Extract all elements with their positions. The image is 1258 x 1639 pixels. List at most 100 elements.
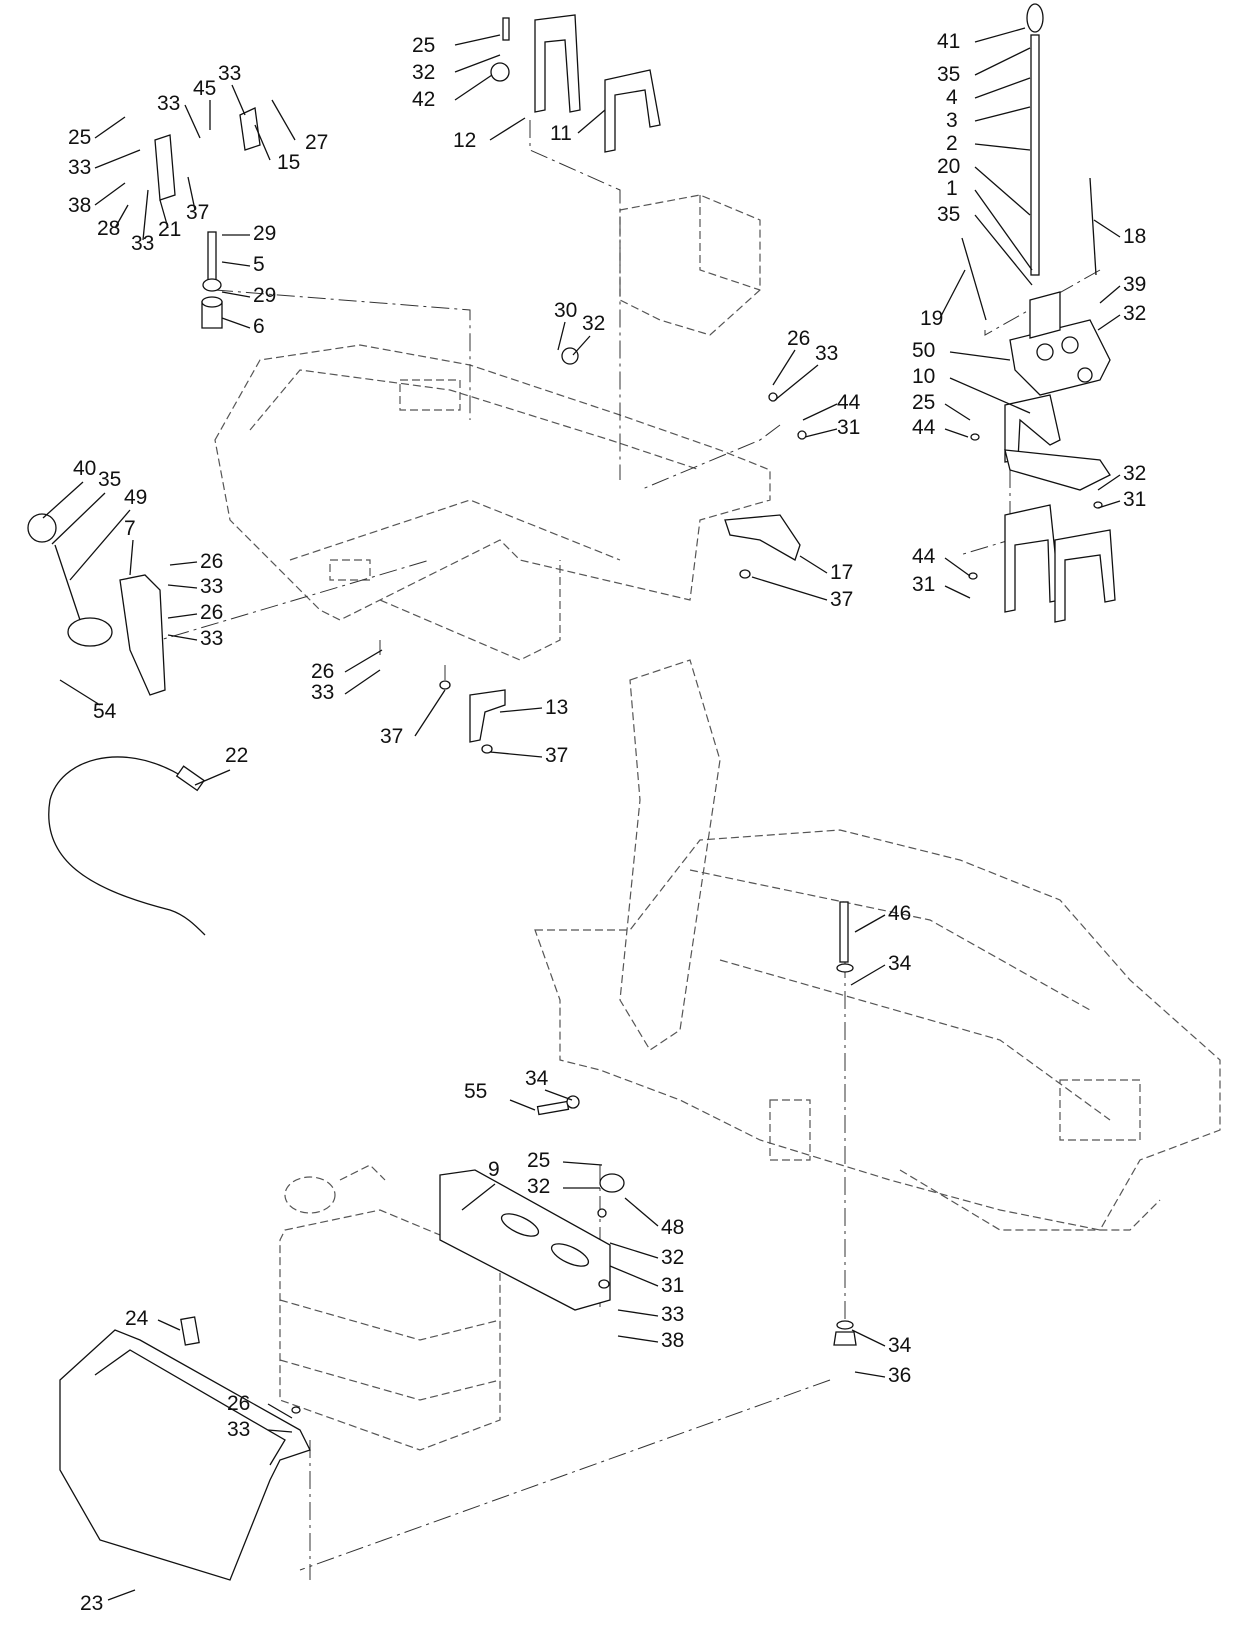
leader-lines [42, 27, 1121, 1601]
control-valve-mount-brackets [490, 14, 661, 153]
leader-line-33 [344, 669, 381, 695]
leader-line-31 [1097, 500, 1121, 509]
callout-44: 44 [912, 416, 936, 439]
leader-line-28 [114, 204, 129, 229]
callout-2: 2 [946, 132, 958, 155]
callout-5: 5 [253, 253, 265, 276]
leader-line-25 [944, 403, 971, 421]
callout-48: 48 [661, 1216, 684, 1239]
callout-24: 24 [125, 1307, 149, 1330]
callout-28: 28 [97, 217, 120, 240]
long-bolt [833, 901, 857, 1346]
callout-40: 40 [73, 457, 96, 480]
callout-54: 54 [93, 700, 117, 723]
callout-37: 37 [830, 588, 853, 611]
leader-line-11 [577, 109, 606, 134]
leader-line-32 [572, 335, 591, 356]
leader-line-31 [804, 428, 838, 438]
callout-31: 31 [1123, 488, 1146, 511]
leader-line-33 [774, 364, 819, 401]
throttle-cable [48, 756, 206, 936]
callout-30: 30 [554, 299, 577, 322]
seat-mount-block-ghost [619, 194, 761, 336]
leader-line-44 [944, 428, 969, 438]
leader-line-55 [509, 1099, 536, 1111]
callout-25: 25 [412, 34, 435, 57]
leader-line-25 [454, 34, 501, 46]
callout-46: 46 [888, 902, 911, 925]
callout-4: 4 [946, 86, 958, 109]
leader-line-31 [609, 1265, 659, 1287]
leader-line-26 [772, 349, 796, 386]
leader-line-1 [974, 189, 1033, 271]
callout-34: 34 [888, 952, 912, 975]
callout-36: 36 [888, 1364, 911, 1387]
callout-34: 34 [888, 1334, 912, 1357]
callout-44: 44 [837, 391, 861, 414]
platform-brackets [469, 514, 801, 743]
leader-line-7 [129, 539, 134, 576]
leader-line-37 [187, 176, 196, 211]
leader-line-31 [944, 585, 971, 599]
leader-line-37 [751, 576, 828, 601]
callout-32: 32 [582, 312, 605, 335]
leader-line-32 [1097, 474, 1121, 491]
leader-line-50 [949, 351, 1011, 361]
valve-mount-brackets [1004, 394, 1116, 623]
callout-18: 18 [1123, 225, 1146, 248]
callout-55: 55 [464, 1080, 487, 1103]
callout-35: 35 [937, 63, 960, 86]
leader-line-37 [489, 751, 543, 758]
callout-33: 33 [200, 575, 223, 598]
callout-34: 34 [525, 1067, 549, 1090]
leader-line-10 [949, 377, 1031, 414]
callout-33: 33 [815, 342, 838, 365]
callout-39: 39 [1123, 273, 1146, 296]
leader-line-19 [939, 269, 966, 319]
callout-10: 10 [912, 365, 935, 388]
callout-9: 9 [488, 1158, 500, 1181]
leader-line-15 [254, 124, 271, 161]
leader-line-33 [94, 149, 141, 169]
leader-line-18 [1093, 219, 1121, 238]
leader-line-12 [489, 117, 526, 141]
leader-line-26 [169, 561, 198, 566]
leader-line-24 [157, 1319, 181, 1331]
callout-41: 41 [937, 30, 960, 53]
leader-line-4 [974, 77, 1031, 99]
leader-line-40 [42, 481, 84, 519]
leader-line-3 [974, 106, 1031, 122]
callout-33: 33 [218, 62, 241, 85]
callout-38: 38 [661, 1329, 684, 1352]
leader-line-29 [221, 291, 251, 298]
tank-cover-and-strap [59, 1169, 611, 1581]
leader-line-23 [107, 1589, 136, 1601]
leader-line-33 [617, 1309, 659, 1317]
callout-31: 31 [661, 1274, 684, 1297]
leader-line-25 [562, 1161, 603, 1166]
leader-line-33 [167, 634, 198, 641]
leader-line-33 [267, 1429, 293, 1433]
leader-line-5 [221, 261, 251, 267]
callout-6: 6 [253, 315, 265, 338]
leader-line-42 [454, 74, 493, 101]
leader-line-35 [974, 214, 1033, 286]
callout-31: 31 [837, 416, 860, 439]
callout-27: 27 [305, 131, 328, 154]
callout-26: 26 [311, 660, 334, 683]
callout-33: 33 [68, 156, 91, 179]
callout-13: 13 [545, 696, 568, 719]
leader-line-21 [159, 199, 169, 229]
callout-26: 26 [200, 550, 223, 573]
callout-32: 32 [661, 1246, 684, 1269]
leader-line-54 [59, 679, 101, 706]
leader-line-2 [974, 143, 1031, 151]
callout-12: 12 [453, 129, 476, 152]
alignment-lines [159, 120, 1101, 1580]
callout-37: 37 [380, 725, 403, 748]
throttle-lever-assembly [27, 513, 166, 696]
leader-line-38 [617, 1335, 659, 1343]
callout-19: 19 [920, 307, 943, 330]
